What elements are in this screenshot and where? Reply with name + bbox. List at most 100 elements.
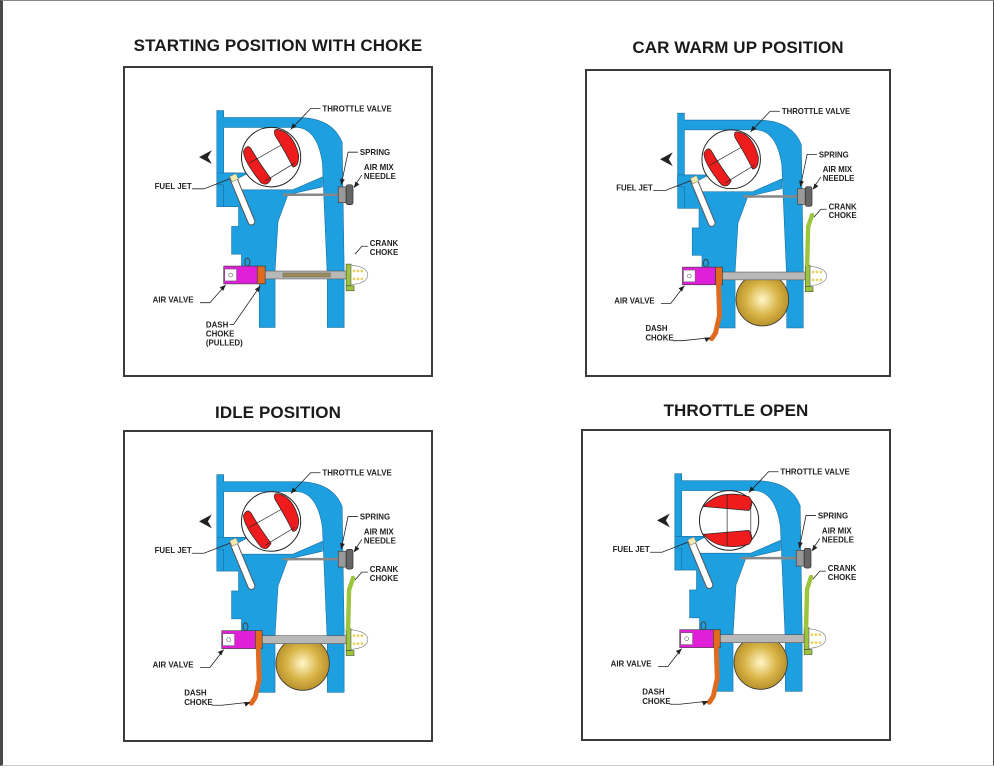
spring-coil bbox=[810, 641, 814, 645]
label-crank-choke: CRANK bbox=[370, 239, 399, 248]
label-crank-choke-2: CHOKE bbox=[370, 574, 398, 583]
leader-dash-choke bbox=[672, 337, 710, 342]
throttle-blade-edge bbox=[249, 144, 282, 164]
carburetor-body-top bbox=[216, 474, 345, 693]
arrow-throttle-valve bbox=[750, 125, 757, 132]
choke-disc bbox=[275, 636, 330, 691]
throttle-blade-right bbox=[734, 131, 759, 170]
spring-coil bbox=[819, 278, 823, 282]
dash-choke-collar bbox=[715, 266, 723, 286]
spring-coil bbox=[810, 633, 814, 637]
label-dash-choke-2: CHOKE bbox=[184, 698, 212, 707]
label-crank-choke-2: CHOKE bbox=[828, 573, 856, 582]
spring-coil bbox=[811, 270, 815, 274]
label-dash-choke: DASH bbox=[642, 687, 665, 696]
arrow-spring bbox=[339, 178, 345, 185]
label-air-mix-needle: AIR MIX bbox=[823, 165, 853, 174]
choke-disc-edge bbox=[282, 272, 331, 278]
air-mix-needle-tip bbox=[742, 195, 751, 198]
arrow-throttle-valve bbox=[290, 123, 297, 130]
throttle-blade-left bbox=[703, 148, 732, 187]
label-air-mix-needle-2: NEEDLE bbox=[822, 535, 854, 544]
dash-choke bbox=[256, 265, 266, 285]
label-air-mix-needle-2: NEEDLE bbox=[364, 172, 396, 181]
label-air-valve: AIR VALVE bbox=[611, 659, 652, 668]
choke-disc bbox=[735, 272, 790, 327]
leader-dash-choke bbox=[229, 285, 261, 325]
label-spring: SPRING bbox=[818, 511, 848, 520]
label-air-valve: AIR VALVE bbox=[153, 296, 194, 305]
spring-coil bbox=[356, 269, 360, 273]
airflow-arrow-icon bbox=[657, 513, 670, 528]
arrow-air-mix-needle bbox=[354, 545, 360, 553]
air-valve-port bbox=[683, 269, 696, 283]
arrow-spring bbox=[797, 541, 803, 549]
spring bbox=[337, 550, 347, 568]
leader-spring bbox=[799, 153, 817, 187]
leader-throttle-valve bbox=[290, 472, 321, 494]
spring-coil bbox=[360, 642, 364, 646]
panel-title-idle: IDLE POSITION bbox=[215, 403, 341, 422]
fuel-jet bbox=[229, 537, 239, 547]
clip-ring bbox=[242, 622, 249, 632]
leader-fuel-jet bbox=[650, 541, 688, 553]
label-spring: SPRING bbox=[819, 150, 849, 159]
fuel-jet-tube bbox=[688, 539, 713, 588]
dash-choke-collar bbox=[255, 630, 263, 649]
crank-choke-spring-housing bbox=[350, 264, 369, 286]
crank-choke-plate bbox=[345, 628, 352, 651]
spring-coil bbox=[360, 277, 364, 281]
arrow-air-valve bbox=[678, 285, 685, 292]
arrow-spring bbox=[339, 542, 345, 550]
spring-coil bbox=[356, 642, 360, 646]
fuel-jet-tube bbox=[691, 177, 715, 226]
choke-disc bbox=[733, 635, 788, 690]
crank-choke-plate bbox=[345, 263, 352, 287]
label-air-valve: AIR VALVE bbox=[153, 660, 194, 669]
label-dash-choke-2: CHOKE bbox=[206, 329, 234, 338]
leader-fuel-jet bbox=[653, 180, 691, 192]
arrow-air-valve bbox=[675, 648, 682, 655]
throttle-blade-edge bbox=[264, 162, 295, 182]
spring-coil bbox=[352, 269, 356, 273]
leader-crank-choke bbox=[813, 208, 827, 218]
spring-coil bbox=[352, 642, 356, 646]
leader-crank-choke bbox=[812, 570, 826, 580]
throttle-blade-edge bbox=[725, 164, 755, 184]
air-mix-needle-knob bbox=[345, 548, 354, 570]
leader-air-valve bbox=[661, 285, 685, 304]
leader-crank-choke bbox=[354, 245, 368, 255]
label-crank-choke-2: CHOKE bbox=[370, 248, 398, 257]
label-air-mix-needle: AIR MIX bbox=[822, 526, 852, 535]
leader-air-valve bbox=[200, 284, 226, 304]
spring-coil bbox=[811, 278, 815, 282]
throttle-blade-left bbox=[243, 510, 272, 549]
label-dash-choke: DASH bbox=[645, 324, 667, 333]
label-throttle-valve: THROTTLE VALVE bbox=[322, 469, 391, 478]
airflow-arrow-icon bbox=[660, 152, 673, 167]
air-mix-needle-tip bbox=[282, 557, 291, 561]
leader-air-valve bbox=[200, 649, 225, 668]
label-spring: SPRING bbox=[360, 512, 390, 521]
throttle-blade-right bbox=[274, 493, 300, 532]
label-dash-choke-2: CHOKE bbox=[642, 697, 670, 706]
arrow-dash-choke bbox=[243, 701, 251, 707]
air-valve-port bbox=[680, 632, 693, 645]
spring-coil bbox=[814, 641, 818, 645]
arrow-air-mix-needle bbox=[813, 183, 819, 190]
arrow-spring bbox=[799, 180, 804, 187]
airflow-arrow-icon bbox=[199, 514, 212, 529]
carburetor-body-top bbox=[674, 473, 803, 692]
label-throttle-valve: THROTTLE VALVE bbox=[780, 468, 849, 477]
leader-spring bbox=[340, 151, 358, 185]
panel-title-starting: STARTING POSITION WITH CHOKE bbox=[133, 36, 423, 55]
label-crank-choke: CRANK bbox=[370, 565, 399, 574]
spring-coil bbox=[352, 634, 356, 638]
crank-choke-lever bbox=[345, 575, 356, 631]
